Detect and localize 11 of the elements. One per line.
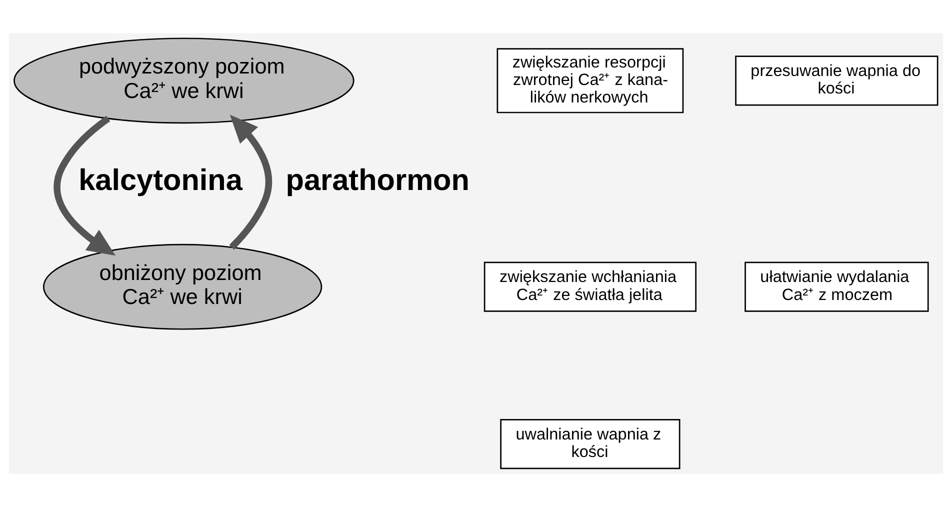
node-ellipse: obniżony poziom Ca²⁺ we krwi <box>42 243 322 330</box>
node-box: uwalnianie wapnia z kości <box>500 418 680 469</box>
node-box: zwiększanie resorpcji zwrotnej Ca²⁺ z kana- lików nerkowych <box>496 48 684 113</box>
node-box: zwiększanie wchłaniania Ca²⁺ ze światła jelita <box>483 261 696 312</box>
arrow <box>53 115 116 256</box>
node-ellipse: podwyższony poziom Ca²⁺ we krwi <box>13 37 354 124</box>
arrow <box>228 114 272 250</box>
node-box: przesuwanie wapnia do kości <box>734 55 938 106</box>
edge-label: parathormon <box>285 163 469 196</box>
edge-label: kalcytonina <box>78 163 242 196</box>
node-box: ułatwianie wydalania Ca²⁺ z moczem <box>744 261 928 312</box>
